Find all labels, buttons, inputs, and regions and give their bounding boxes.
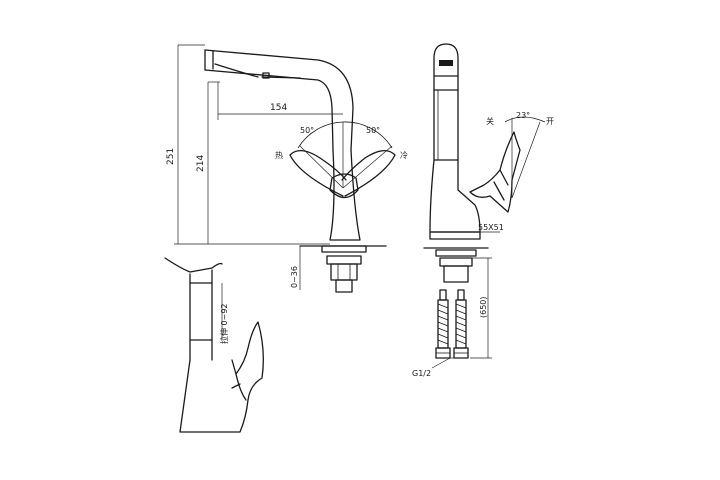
dim-pullout-label: 拉伸 0~92 <box>219 303 229 344</box>
pullout-handle <box>231 373 247 401</box>
dim-251-label: 251 <box>166 148 176 165</box>
hoses <box>435 289 469 359</box>
spout-outline <box>204 49 354 151</box>
dim-214-label: 214 <box>196 155 206 172</box>
hose-right-braid <box>455 303 467 345</box>
handle-hot-wing <box>289 150 347 197</box>
hot-label: 热 <box>275 150 283 160</box>
handle-angle-label: 23° <box>516 111 530 120</box>
base-size-label: 55X51 <box>478 223 504 232</box>
open-label: 开 <box>546 117 554 126</box>
handle-angle-tilted <box>511 121 541 199</box>
side-spray-nozzle <box>439 60 453 66</box>
angle-right-line <box>342 145 393 189</box>
side-lever <box>469 131 521 213</box>
hose-length-label: (650) <box>479 296 488 318</box>
hose-left-braid <box>437 303 449 345</box>
pullout-body <box>179 321 264 433</box>
handle-angle-arc <box>504 116 546 123</box>
shank <box>330 263 358 281</box>
side-column <box>429 89 481 233</box>
thread-leader <box>431 357 451 369</box>
side-lever-grip <box>493 169 509 201</box>
pullout-detail: 拉伸 0~92 <box>164 257 264 433</box>
spray-head <box>204 49 301 79</box>
hose-right-top <box>457 289 465 301</box>
thread-label: G1/2 <box>412 369 431 378</box>
dim-deck-label: 0~36 <box>290 266 299 288</box>
pullout-hose-top <box>164 257 223 273</box>
angle-arc <box>297 121 393 149</box>
shank-end <box>335 279 353 293</box>
angle-left-label: 50° <box>300 126 314 135</box>
side-mount-nut <box>439 257 473 267</box>
handle-center <box>329 173 359 199</box>
angle-left-line <box>299 145 344 189</box>
base-plate <box>321 245 367 253</box>
close-label: 关 <box>486 116 494 126</box>
angle-right-label: 50° <box>366 126 380 135</box>
hose-left-top <box>439 289 447 301</box>
spray-button <box>262 72 270 79</box>
faucet-body <box>329 149 361 241</box>
mounting-nut <box>326 255 362 265</box>
side-mount-plate <box>435 249 477 257</box>
front-view: 50° 50° 热 冷 251 214 154 0~36 <box>166 44 408 293</box>
handle-cold-wing <box>341 150 396 197</box>
dim-154-label: 154 <box>270 103 287 113</box>
side-spray-head <box>433 43 459 91</box>
cold-label: 冷 <box>400 150 408 160</box>
side-view: 23° 关 开 55X51 (650) <box>412 43 554 378</box>
side-shank <box>443 265 469 283</box>
side-base <box>429 231 481 240</box>
